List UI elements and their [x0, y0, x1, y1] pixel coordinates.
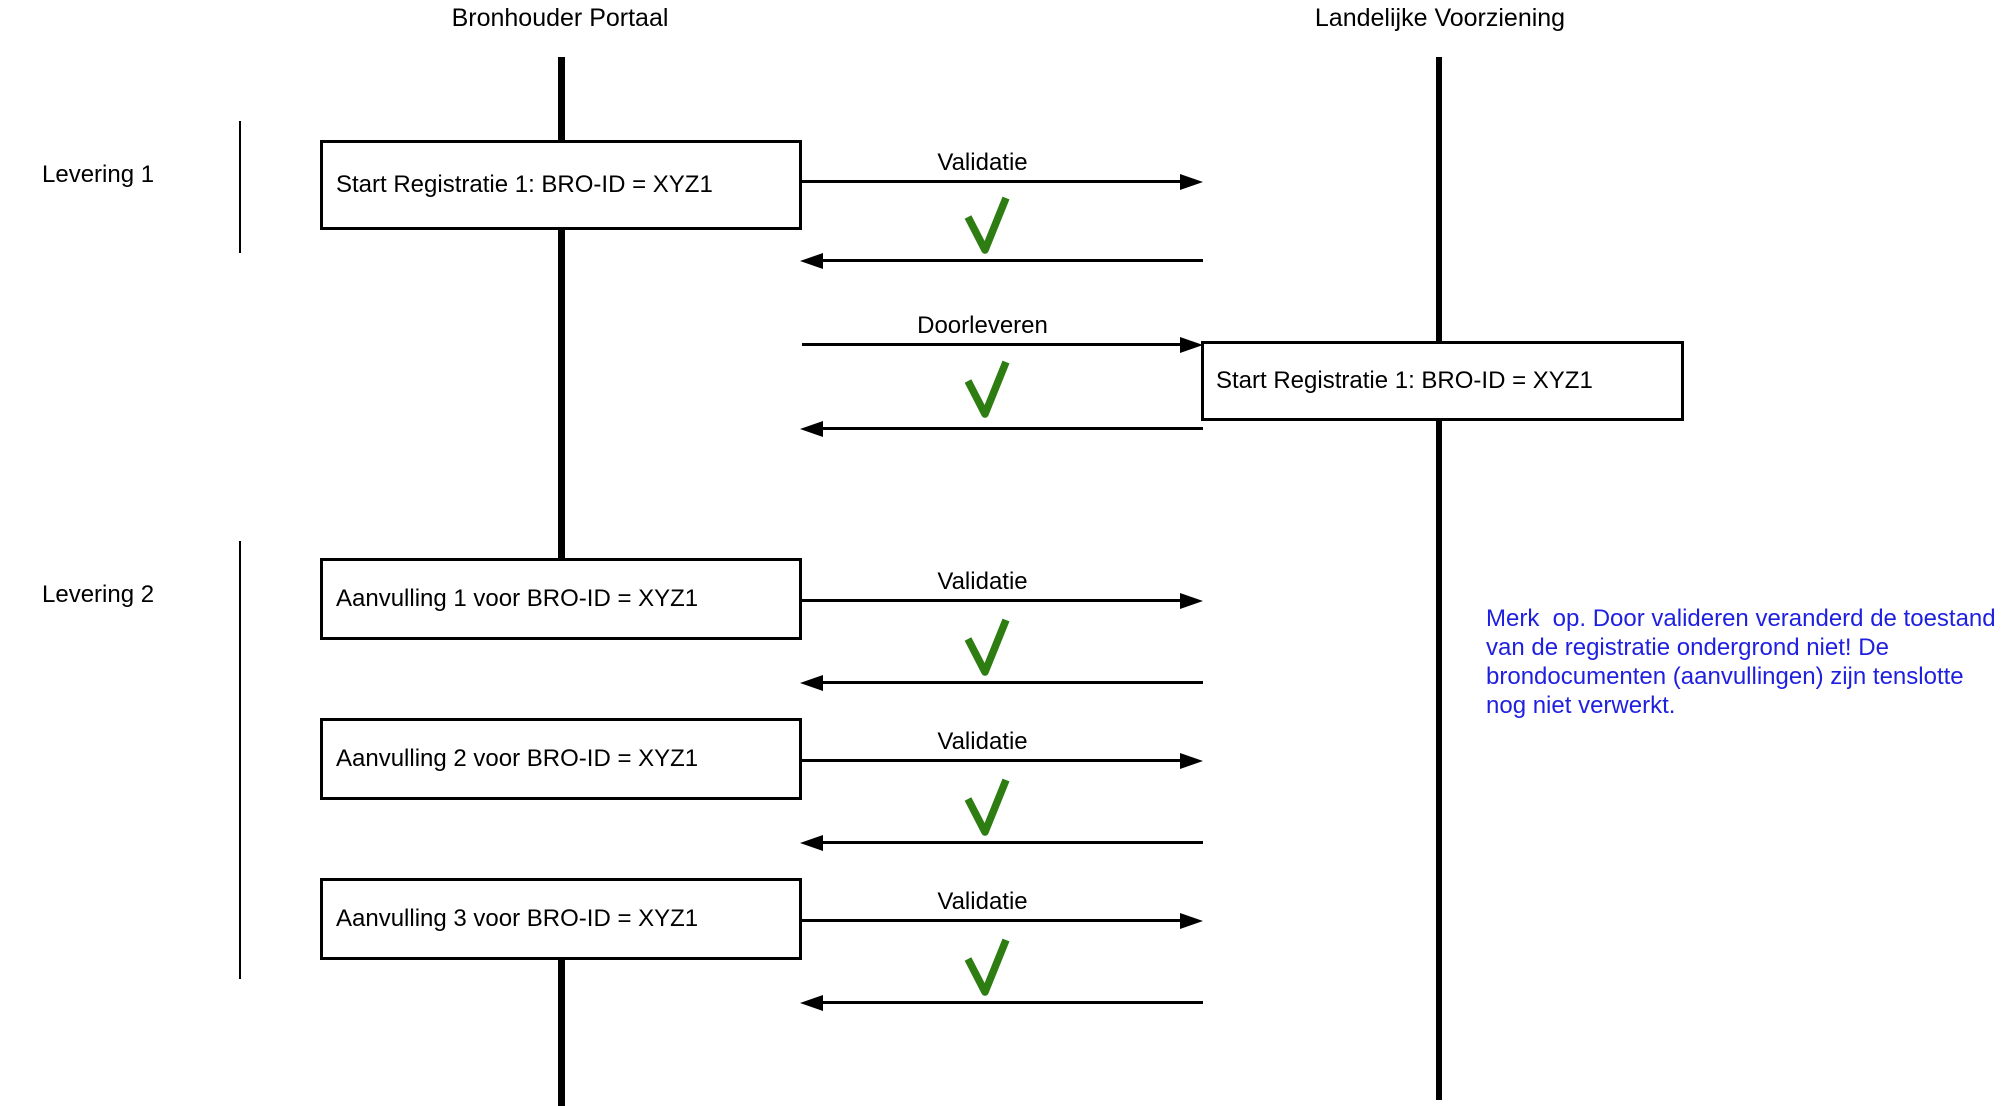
levering2-bracket-line — [239, 541, 241, 979]
aanvulling3-box-text: Aanvulling 3 voor BRO-ID = XYZ1 — [336, 905, 699, 932]
start-registratie-box-bronhouder-text: Start Registratie 1: BRO-ID = XYZ1 — [336, 171, 713, 198]
arrowhead-left-icon — [800, 995, 823, 1011]
start-registratie-box-bronhouder: Start Registratie 1: BRO-ID = XYZ1 — [320, 140, 802, 230]
validatie1-label: Validatie — [937, 149, 1028, 176]
lifeline-title-landelijke-voorziening: Landelijke Voorziening — [1314, 4, 1566, 32]
doorleveren-request-line — [802, 343, 1182, 346]
validatie1-request-line — [802, 180, 1182, 183]
aanvulling3-box: Aanvulling 3 voor BRO-ID = XYZ1 — [320, 878, 802, 960]
checkmark-icon — [964, 778, 1010, 836]
start-registratie-box-landelijke-voorziening: Start Registratie 1: BRO-ID = XYZ1 — [1201, 341, 1684, 421]
lifeline-title-bronhouder-portaal: Bronhouder Portaal — [451, 4, 669, 32]
aanvulling1-box: Aanvulling 1 voor BRO-ID = XYZ1 — [320, 558, 802, 640]
aanvulling2-box-text: Aanvulling 2 voor BRO-ID = XYZ1 — [336, 745, 699, 772]
doorleveren-label: Doorleveren — [917, 312, 1048, 339]
checkmark-icon — [964, 196, 1010, 254]
aanvulling2-box: Aanvulling 2 voor BRO-ID = XYZ1 — [320, 718, 802, 800]
validatie3-response-line — [822, 841, 1203, 844]
checkmark-icon — [964, 618, 1010, 676]
annotation-note: Merk op. Door valideren veranderd de toe… — [1486, 605, 1996, 719]
validatie2-label: Validatie — [937, 568, 1028, 595]
arrowhead-left-icon — [800, 253, 823, 269]
doorleveren-response-line — [822, 427, 1203, 430]
levering1-bracket-line — [239, 121, 241, 253]
arrowhead-left-icon — [800, 835, 823, 851]
validatie4-response-line — [822, 1001, 1203, 1004]
levering1-label: Levering 1 — [42, 161, 155, 188]
arrowhead-right-icon — [1180, 913, 1203, 929]
arrowhead-right-icon — [1180, 593, 1203, 609]
arrowhead-right-icon — [1180, 337, 1203, 353]
checkmark-icon — [964, 938, 1010, 996]
landelijke-voorziening-lifeline — [1436, 57, 1442, 1100]
bronhouder-lifeline-upper — [558, 57, 565, 560]
aanvulling1-box-text: Aanvulling 1 voor BRO-ID = XYZ1 — [336, 585, 699, 612]
start-registratie-box-lv-text: Start Registratie 1: BRO-ID = XYZ1 — [1216, 367, 1593, 394]
bronhouder-lifeline-lower — [558, 958, 565, 1106]
validatie1-response-line — [822, 259, 1203, 262]
validatie4-label: Validatie — [937, 888, 1028, 915]
arrowhead-right-icon — [1180, 174, 1203, 190]
validatie3-label: Validatie — [937, 728, 1028, 755]
arrowhead-left-icon — [800, 675, 823, 691]
validatie3-request-line — [802, 759, 1182, 762]
validatie2-request-line — [802, 599, 1182, 602]
arrowhead-right-icon — [1180, 753, 1203, 769]
arrowhead-left-icon — [800, 421, 823, 437]
validatie4-request-line — [802, 919, 1182, 922]
validatie2-response-line — [822, 681, 1203, 684]
levering2-label: Levering 2 — [42, 581, 155, 608]
checkmark-icon — [964, 360, 1010, 418]
